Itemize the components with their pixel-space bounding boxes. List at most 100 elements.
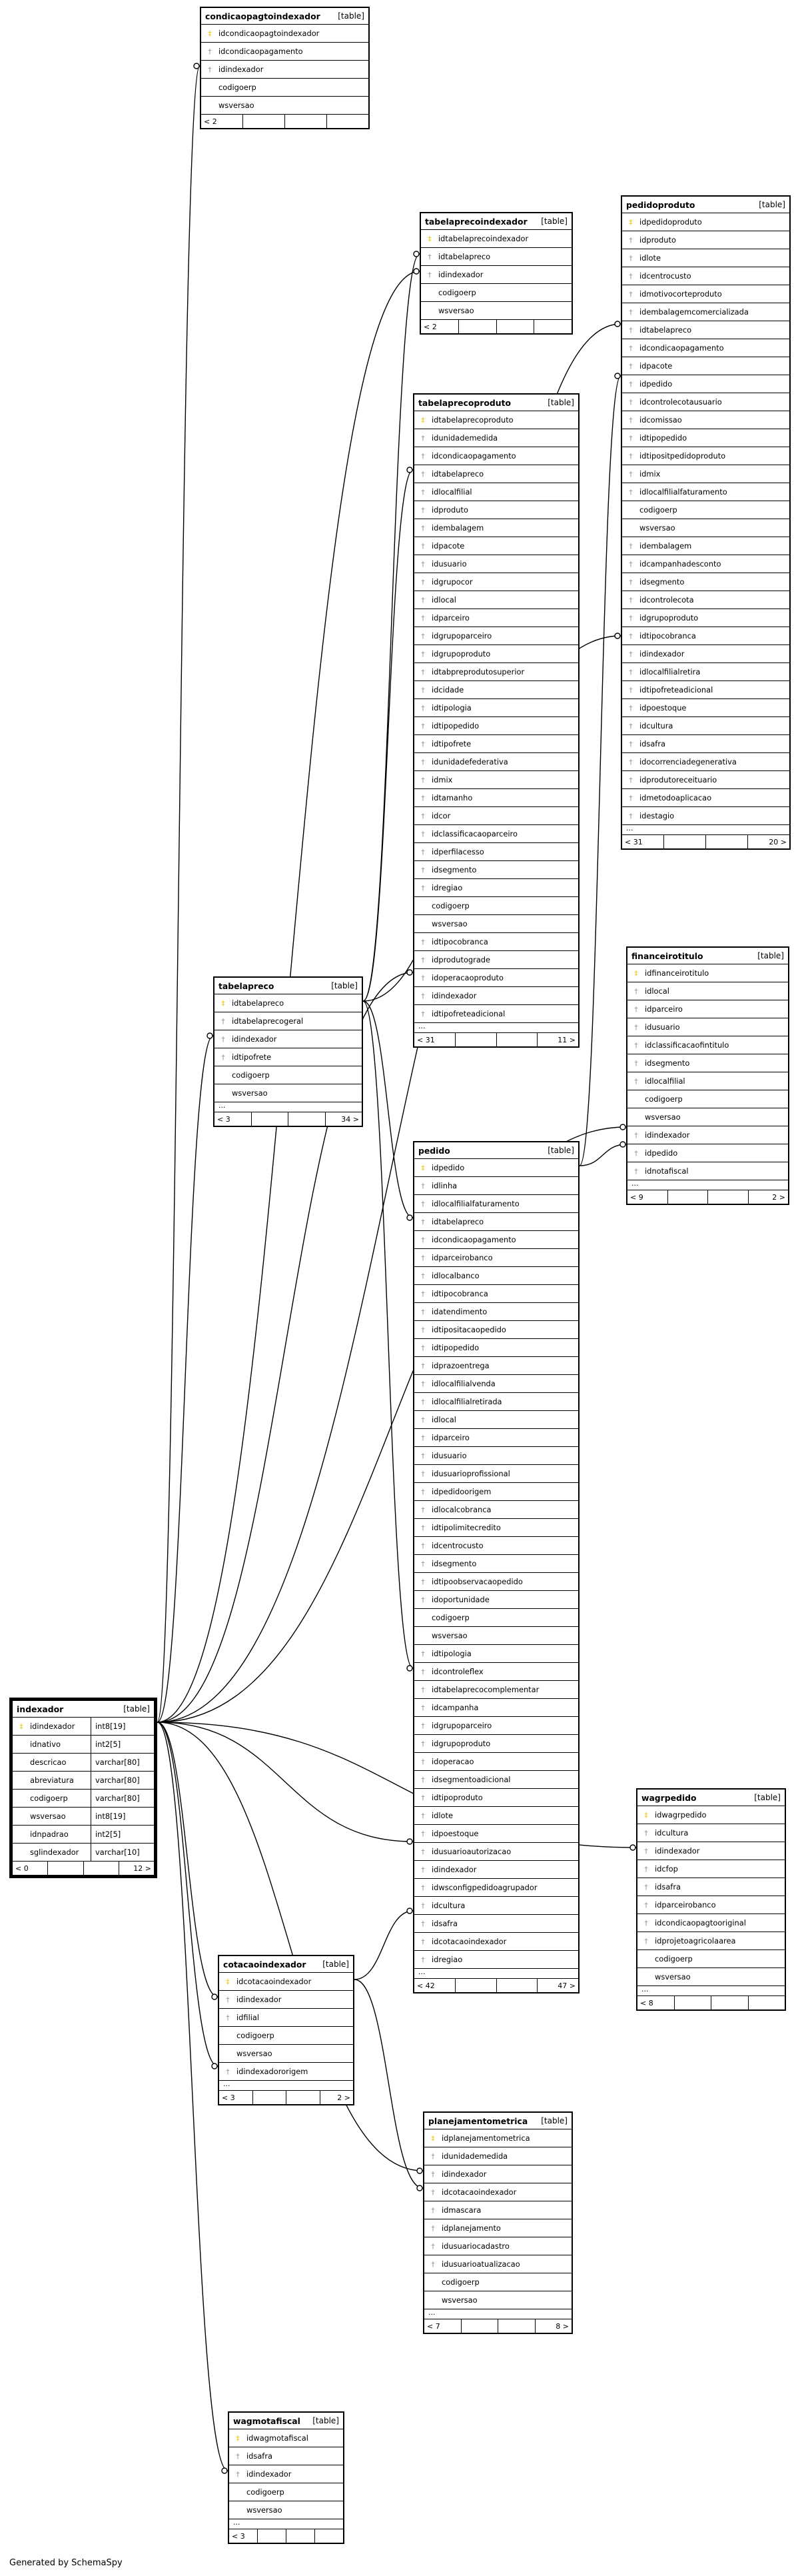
column-row[interactable]: †idproduto <box>622 231 789 249</box>
column-row[interactable]: †idusuarioprofissional <box>414 1465 578 1483</box>
column-row[interactable]: †idnotafiscal <box>627 1162 788 1180</box>
column-row[interactable]: ‡idfinanceirotitulo <box>627 964 788 982</box>
column-row[interactable]: †idcultura <box>637 1824 785 1842</box>
column-row[interactable]: †idsegmento <box>622 573 789 591</box>
column-row[interactable]: †idcidade <box>414 681 578 699</box>
column-row[interactable]: †idcotacaoindexador <box>414 1933 578 1951</box>
column-row[interactable]: †idlote <box>414 1807 578 1825</box>
column-row[interactable]: †idgrupoproduto <box>622 609 789 627</box>
column-row[interactable]: †idregiao <box>414 1951 578 1969</box>
column-row[interactable]: †idclassificacaofintitulo <box>627 1036 788 1054</box>
column-row[interactable]: wsversao <box>414 1627 578 1645</box>
column-row[interactable]: †idcondicaopagamento <box>622 339 789 357</box>
column-row[interactable]: †idindexador <box>414 1861 578 1879</box>
column-row[interactable]: †idparceiro <box>414 609 578 627</box>
column-row[interactable]: †idlocalcobranca <box>414 1501 578 1519</box>
column-row[interactable]: wsversao <box>414 915 578 933</box>
column-row[interactable]: †idmix <box>414 771 578 789</box>
column-row[interactable]: †idcultura <box>414 1897 578 1915</box>
column-row[interactable]: †idindexador <box>424 2165 572 2183</box>
column-row[interactable]: †idsafra <box>637 1878 785 1896</box>
column-row[interactable]: †idunidademedida <box>414 429 578 447</box>
table-header[interactable]: tabelapreco[table] <box>214 978 362 994</box>
column-row[interactable]: †idgrupoproduto <box>414 645 578 663</box>
column-row[interactable]: †idcentrocusto <box>414 1537 578 1555</box>
table-name[interactable]: tabelaprecoproduto <box>418 397 512 408</box>
table-header[interactable]: tabelaprecoindexador[table] <box>421 213 572 230</box>
column-row[interactable]: †idoportunidade <box>414 1591 578 1609</box>
table-header[interactable]: pedido[table] <box>414 1142 578 1159</box>
column-row[interactable]: †idlocalfilial <box>627 1072 788 1090</box>
table-wagmotafiscal[interactable]: wagmotafiscal[table]‡idwagmotafiscal†ids… <box>228 2411 344 2544</box>
column-row[interactable]: †idoperacao <box>414 1753 578 1771</box>
table-header[interactable]: indexador[table] <box>13 1701 154 1718</box>
column-row[interactable]: †idlocal <box>414 591 578 609</box>
column-row[interactable]: wsversao <box>421 302 572 320</box>
column-row[interactable]: †idcor <box>414 807 578 825</box>
column-row[interactable]: †idunidademedida <box>424 2147 572 2165</box>
column-row[interactable]: †idtipositpedidoproduto <box>622 447 789 465</box>
column-row[interactable]: wsversao <box>637 1968 785 1986</box>
table-name[interactable]: financeirotitulo <box>631 950 703 961</box>
column-row[interactable]: ‡idpedidoproduto <box>622 213 789 231</box>
column-row[interactable]: †idprazoentrega <box>414 1357 578 1375</box>
table-header[interactable]: cotacaoindexador[table] <box>219 1956 353 1973</box>
column-row[interactable]: †idgrupoproduto <box>414 1735 578 1753</box>
column-row[interactable]: †idcultura <box>622 717 789 735</box>
column-row[interactable]: †idoperacaoproduto <box>414 969 578 987</box>
column-row[interactable]: †idtipofrete <box>214 1048 362 1066</box>
column-row[interactable]: †idmix <box>622 465 789 483</box>
column-row[interactable]: codigoerp <box>229 2483 343 2501</box>
column-row[interactable]: †idlocalfilialretira <box>622 663 789 681</box>
column-row[interactable]: †idlocal <box>627 982 788 1000</box>
column-row[interactable]: †idregiao <box>414 879 578 897</box>
column-row[interactable]: †idindexador <box>622 645 789 663</box>
column-row[interactable]: †idunidadefederativa <box>414 753 578 771</box>
column-row[interactable]: †idtabelapreco <box>421 248 572 266</box>
column-row[interactable]: †idestagio <box>622 807 789 825</box>
column-row[interactable]: †idtamanho <box>414 789 578 807</box>
column-row[interactable]: codigoerp <box>627 1090 788 1108</box>
column-row[interactable]: †idpedido <box>627 1144 788 1162</box>
column-row[interactable]: †idpoestoque <box>622 699 789 717</box>
column-row[interactable]: †idcondicaopagamento <box>414 1231 578 1249</box>
column-row[interactable]: wsversao <box>622 519 789 537</box>
column-row[interactable]: †idlocalfilial <box>414 483 578 501</box>
column-row[interactable]: †idembalagem <box>622 537 789 555</box>
column-row[interactable]: †idparceiro <box>414 1429 578 1447</box>
column-row[interactable]: †idlocalfilialretirada <box>414 1393 578 1411</box>
column-row[interactable]: †idtabelaprecogeral <box>214 1012 362 1030</box>
column-row[interactable]: †idlinha <box>414 1177 578 1195</box>
table-name[interactable]: cotacaoindexador <box>223 1959 306 1969</box>
column-row[interactable]: †idprodutoreceituario <box>622 771 789 789</box>
column-row[interactable]: †idmascara <box>424 2201 572 2219</box>
column-row[interactable]: †idcotacaoindexador <box>424 2183 572 2201</box>
column-row[interactable]: wsversao <box>229 2501 343 2519</box>
column-row[interactable]: †idclassificacaoparceiro <box>414 825 578 843</box>
column-row[interactable]: wsversao <box>424 2291 572 2309</box>
column-row[interactable]: †idusuario <box>627 1018 788 1036</box>
column-row[interactable]: †idcontrolecota <box>622 591 789 609</box>
column-row[interactable]: †idcondicaopagtooriginal <box>637 1914 785 1932</box>
column-row[interactable]: †idtipositacaopedido <box>414 1321 578 1339</box>
column-row[interactable]: †idtipoobservacaopedido <box>414 1573 578 1591</box>
column-row[interactable]: †idcentrocusto <box>622 267 789 285</box>
column-row[interactable]: †idatendimento <box>414 1303 578 1321</box>
column-row[interactable]: †idtipologia <box>414 699 578 717</box>
column-row[interactable]: †idtabelapreco <box>414 1213 578 1231</box>
column-row[interactable]: ‡idtabelapreco <box>214 994 362 1012</box>
column-row[interactable]: ‡idtabelaprecoproduto <box>414 411 578 429</box>
column-row[interactable]: †idwsconfigpedidoagrupador <box>414 1879 578 1897</box>
table-name[interactable]: planejamentometrica <box>428 2115 528 2126</box>
column-row[interactable]: †idtipologia <box>414 1645 578 1663</box>
column-row[interactable]: †idlocal <box>414 1411 578 1429</box>
table-name[interactable]: pedido <box>418 1145 450 1156</box>
column-row[interactable]: †idindexador <box>414 987 578 1005</box>
column-row[interactable]: ‡idcondicaopagtoindexador <box>201 25 368 43</box>
column-row[interactable]: codigoerp <box>622 501 789 519</box>
column-row[interactable]: †idusuarioatualizacao <box>424 2255 572 2273</box>
column-row[interactable]: †idindexador <box>201 61 368 79</box>
